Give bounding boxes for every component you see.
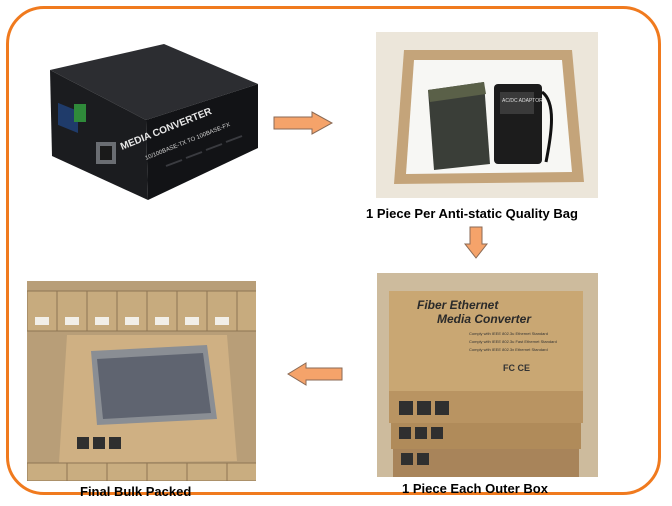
outer-box-photo: Fiber Ethernet Media Converter Comply wi…: [377, 273, 598, 477]
box-title-line1: Fiber Ethernet: [417, 298, 499, 312]
arrow-down-icon: [463, 226, 489, 259]
box-bullet-1: Comply with IEEE 802.3u Ethernet Standar…: [469, 331, 548, 336]
arrow-right-icon: [273, 111, 334, 135]
media-converter-photo: MEDIA CONVERTER 10/100BASE-TX TO 100BASE…: [36, 38, 262, 204]
adaptor-label: AC/DC ADAPTOR: [502, 98, 543, 104]
box-title-line2: Media Converter: [437, 312, 532, 326]
arrow-left-icon: [287, 362, 343, 386]
caption-bulk: Final Bulk Packed: [80, 484, 192, 499]
box-certs: FC CE: [503, 363, 530, 373]
box-bullet-2: Comply with IEEE 802.3u Fast Ethernet St…: [469, 339, 557, 344]
antistatic-bag-photo: AC/DC ADAPTOR: [376, 32, 598, 198]
rounded-orange-frame: [6, 6, 661, 495]
caption-bag: 1 Piece Per Anti-static Quality Bag: [366, 206, 578, 221]
bulk-packed-photo: [27, 281, 256, 481]
box-bullet-3: Comply with IEEE 802.3x Ethernet Standar…: [469, 347, 548, 352]
caption-outer-box: 1 Piece Each Outer Box: [402, 481, 548, 496]
